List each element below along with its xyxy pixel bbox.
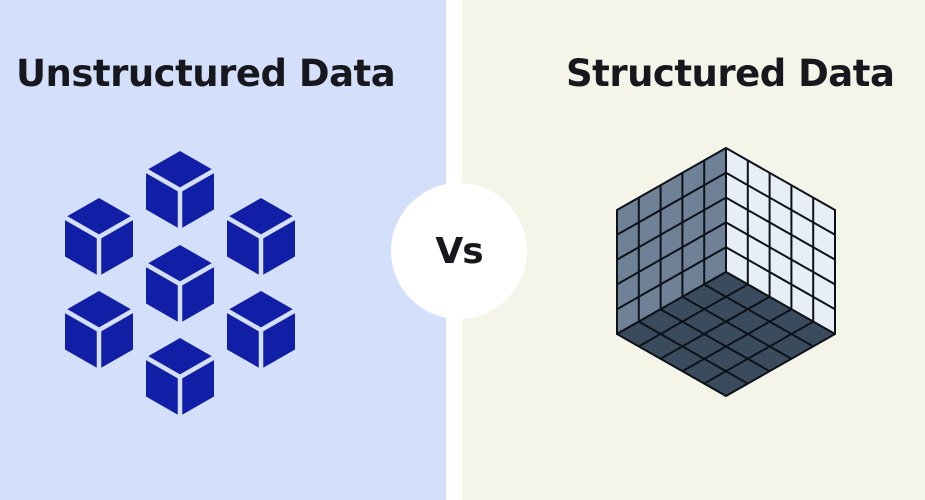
grid-cube-bottom-face-gridline <box>681 308 792 373</box>
grid-cube-top-face-gridline <box>725 196 836 261</box>
vs-label: Vs <box>435 230 483 272</box>
grid-cube-bottom-face-gridline <box>638 283 749 348</box>
grid-cube-bottom-face-gridline <box>660 295 771 360</box>
cube-icon <box>227 291 295 369</box>
grid-cube-left-face-gridline <box>616 171 727 236</box>
cube-icon <box>146 151 214 229</box>
grid-cube-top-face-gridline <box>725 171 836 236</box>
scattered-cubes-icon <box>65 151 295 416</box>
grid-cube-icon <box>616 147 836 397</box>
vs-badge: Vs <box>391 183 527 319</box>
grid-cube-bottom-face <box>616 271 836 397</box>
grid-cube-top-face-gridline <box>725 246 836 311</box>
grid-cube-left-face-gridline <box>616 246 727 311</box>
cube-icon <box>65 198 133 276</box>
grid-cube-bottom-face-gridline <box>703 283 814 348</box>
unstructured-title: Unstructured Data <box>16 52 396 95</box>
grid-cube-left-face-gridline <box>616 196 727 261</box>
grid-cube-top-face-gridline <box>725 221 836 286</box>
grid-cube-left-face-gridline <box>616 221 727 286</box>
grid-cube-bottom-face-gridline <box>660 308 771 373</box>
cube-icon <box>146 338 214 416</box>
cube-icon <box>227 198 295 276</box>
structured-title: Structured Data <box>566 52 895 95</box>
cube-icon <box>146 245 214 323</box>
cube-icon <box>65 291 133 369</box>
grid-cube-bottom-face-gridline <box>638 320 749 385</box>
grid-cube-bottom-face-gridline <box>703 320 814 385</box>
grid-cube-bottom-face-gridline <box>681 295 792 360</box>
